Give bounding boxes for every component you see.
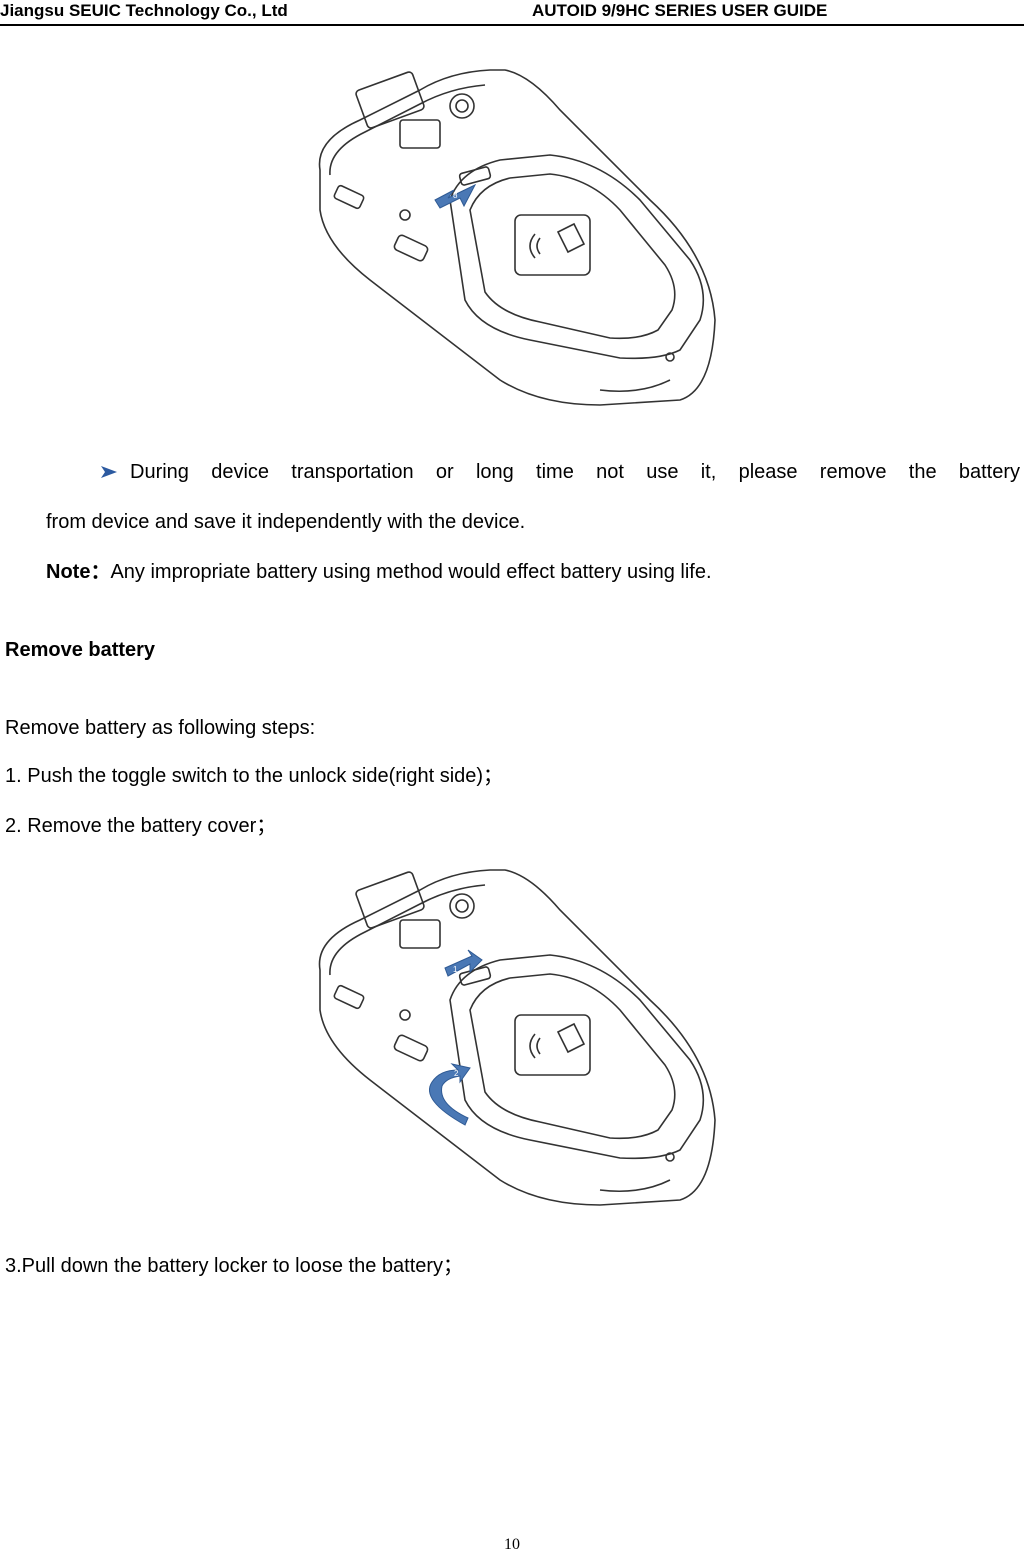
- step-3: 3.Pull down the battery locker to loose …: [5, 1255, 464, 1277]
- page-header: Jiangsu SEUIC Technology Co., Ltd AUTOID…: [0, 0, 1024, 26]
- bullet-continuation: from device and save it independently wi…: [46, 511, 526, 533]
- bullet-text: During device transportation or long tim…: [130, 461, 1020, 483]
- section-title: Remove battery: [5, 639, 156, 661]
- slide-arrow-icon: 8: [434, 183, 477, 209]
- note-text: Any impropriate battery using method wou…: [110, 561, 712, 583]
- note-label: Note：: [46, 561, 111, 583]
- svg-text:1: 1: [453, 965, 458, 974]
- step-2: 2. Remove the battery cover；: [5, 815, 277, 837]
- company-name: Jiangsu SEUIC Technology Co., Ltd: [0, 1, 288, 20]
- svg-text:2: 2: [454, 1069, 459, 1078]
- steps-intro: Remove battery as following steps:: [5, 717, 316, 739]
- guide-title: AUTOID 9/9HC SERIES USER GUIDE: [532, 1, 828, 20]
- svg-text:8: 8: [453, 191, 458, 200]
- battery-cover-removal-illustration: 1 2: [318, 869, 716, 1206]
- step-1: 1. Push the toggle switch to the unlock …: [5, 765, 504, 787]
- push-right-arrow-icon: 1: [444, 949, 483, 977]
- lift-cover-arrow-icon: 2: [428, 1063, 471, 1126]
- device-back-illustration: 8: [318, 69, 716, 406]
- note-line: Note：Any impropriate battery using metho…: [46, 560, 712, 584]
- page-number: 10: [504, 1536, 520, 1553]
- bullet-arrow-icon: [101, 466, 117, 478]
- bullet-paragraph: During device transportation or long tim…: [100, 460, 1020, 484]
